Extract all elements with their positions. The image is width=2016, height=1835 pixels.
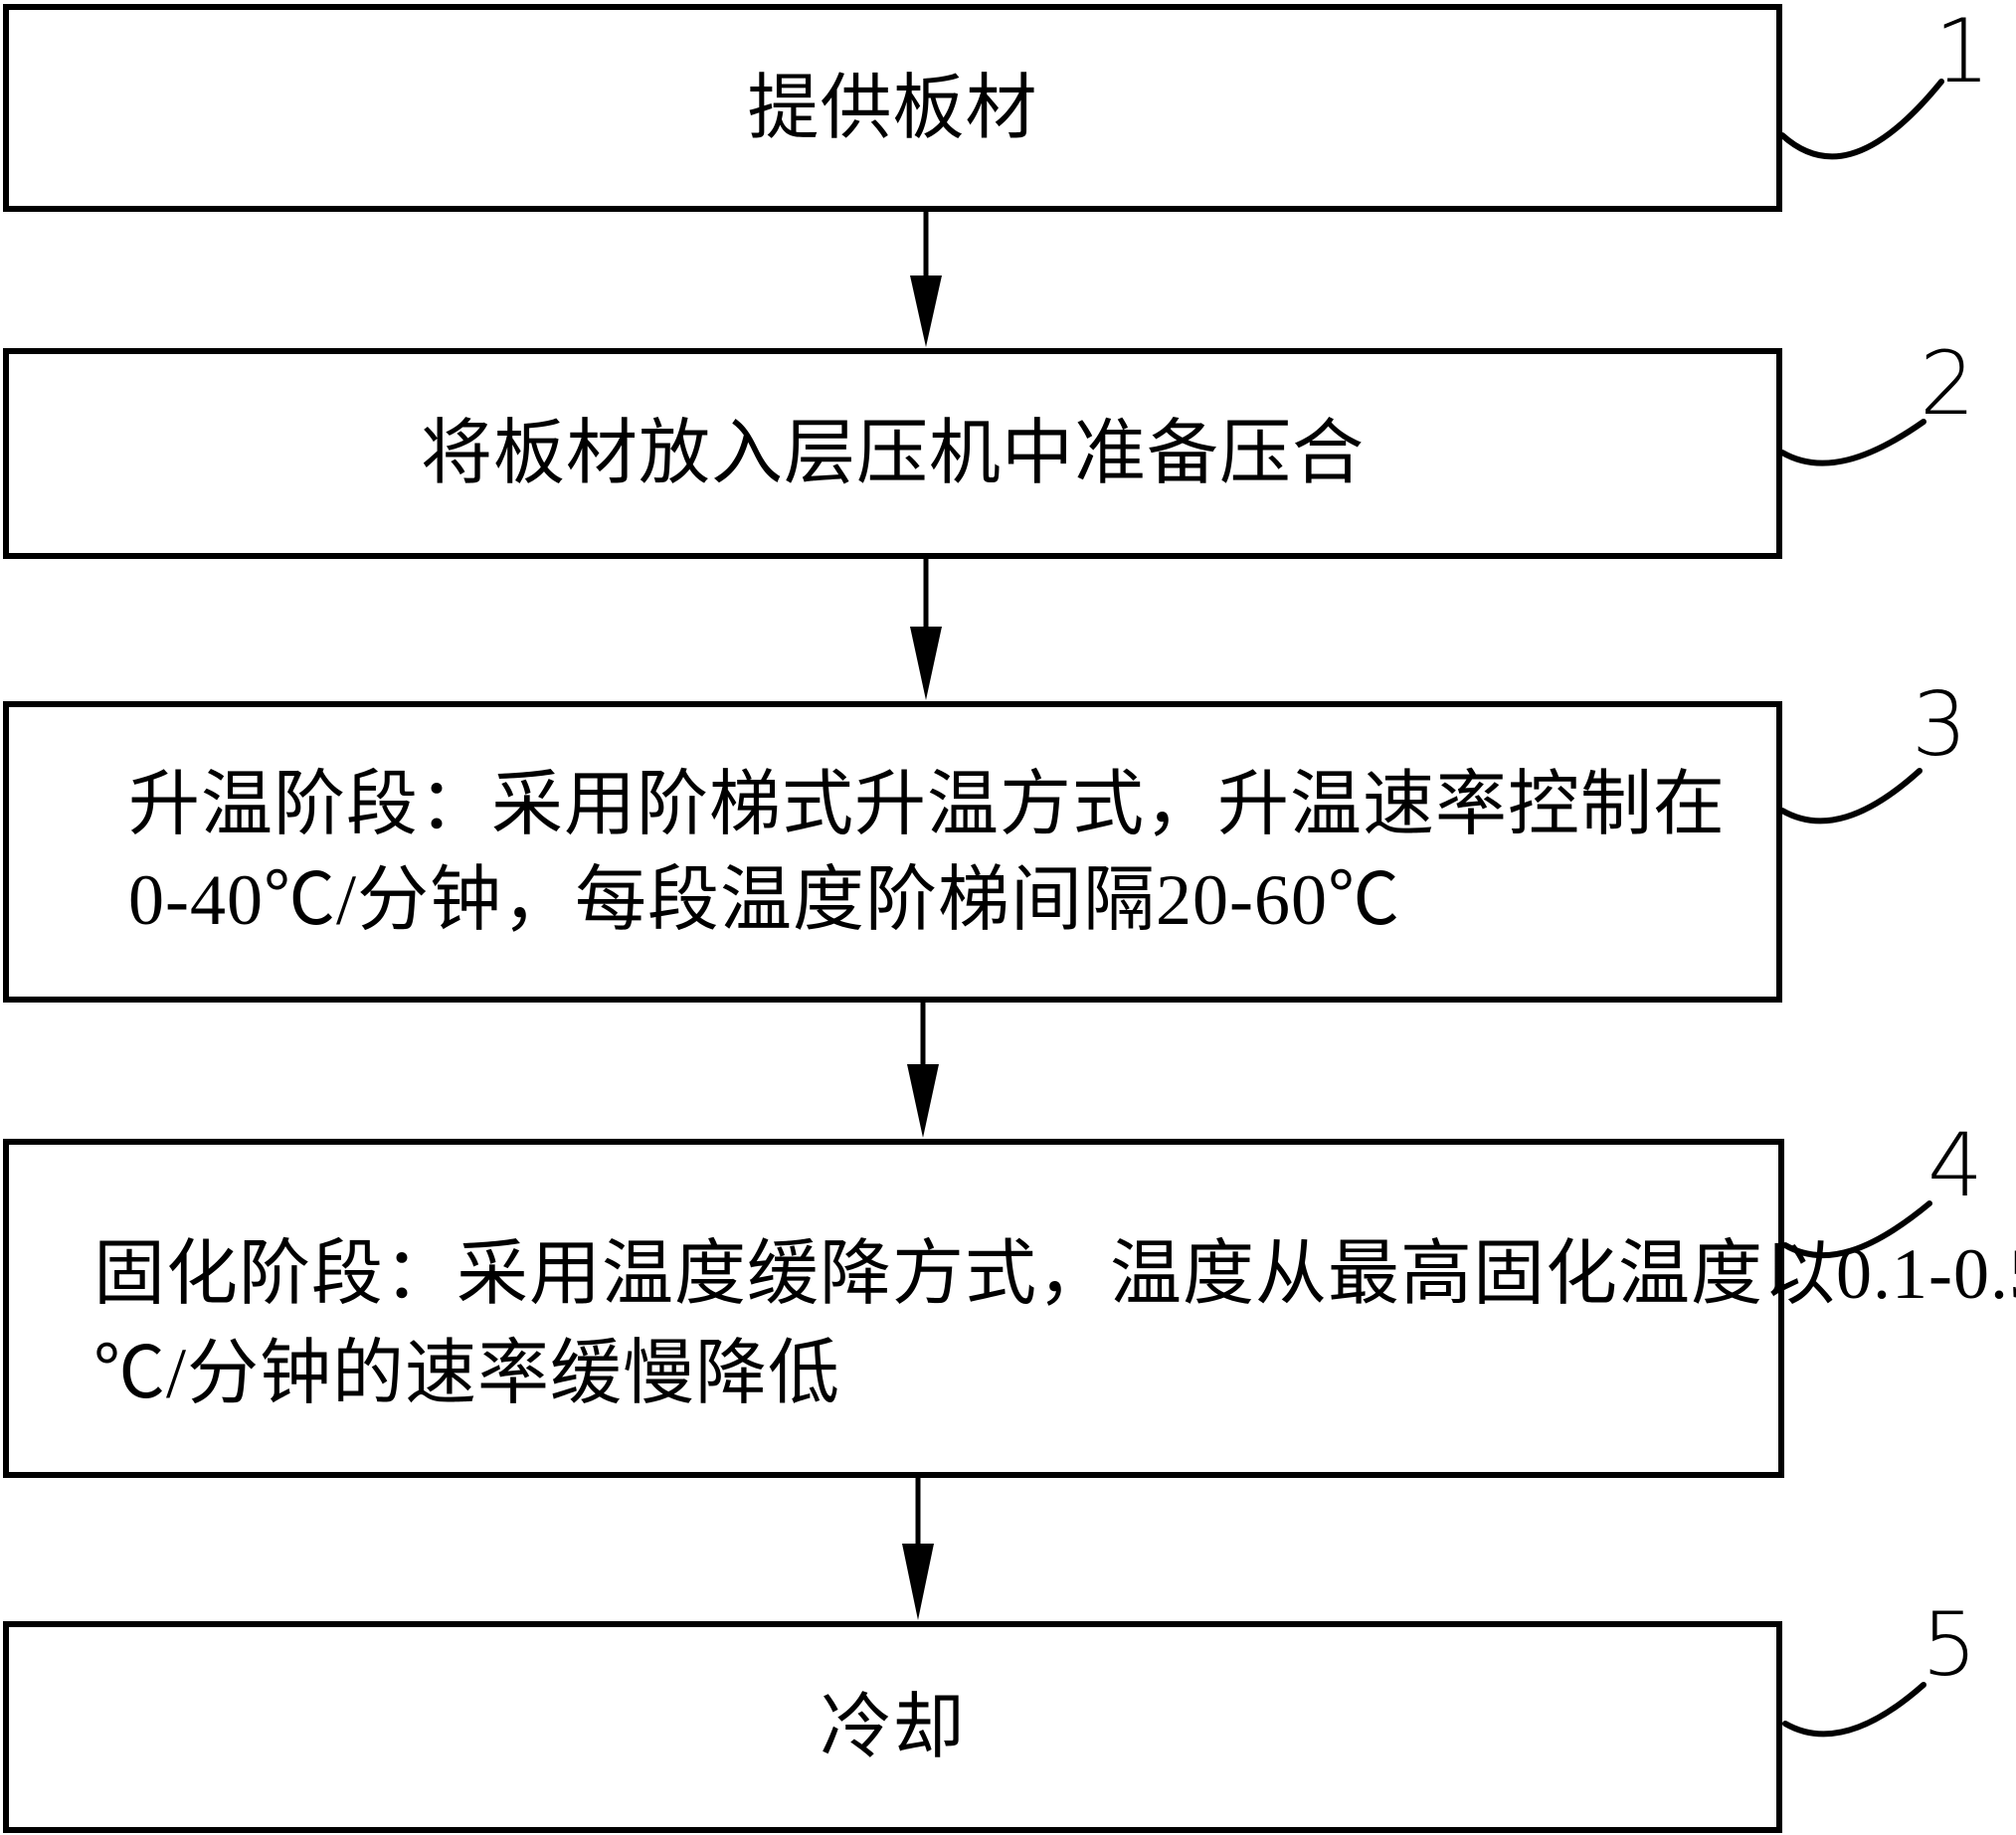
arrow-head-icon — [907, 1064, 939, 1138]
ref-number-1: 1 — [1934, 8, 1990, 95]
flow-arrow-3 — [907, 1003, 939, 1138]
arrow-head-icon — [902, 1544, 934, 1620]
step-2-text: 将板材放入层压机中准备压合 — [421, 406, 1365, 501]
leader-line-1 — [1782, 82, 1941, 156]
step-4-text-line-1: 固化阶段：采用温度缓降方式，温度从最高固化温度以0.1-0.5 — [93, 1224, 1778, 1324]
ref-number-3: 3 — [1912, 681, 1967, 769]
flow-arrow-1 — [910, 212, 942, 347]
flow-arrow-4 — [902, 1478, 934, 1620]
step-5-text: 冷却 — [820, 1680, 965, 1775]
flow-arrow-2 — [910, 559, 942, 700]
leader-line-5 — [1785, 1685, 1924, 1734]
step-box-1: 提供板材 — [3, 4, 1782, 212]
arrow-head-icon — [910, 627, 942, 700]
step-3-text-line-1: 升温阶段：采用阶梯式升温方式，升温速率控制在 — [128, 757, 1776, 852]
leader-line-2 — [1782, 422, 1924, 463]
step-box-5: 冷却 — [3, 1621, 1782, 1833]
step-3-text-line-2: 0-40℃/分钟，每段温度阶梯间隔20-60℃ — [128, 852, 1776, 948]
step-box-3: 升温阶段：采用阶梯式升温方式，升温速率控制在 0-40℃/分钟，每段温度阶梯间隔… — [3, 701, 1782, 1003]
ref-number-2: 2 — [1920, 340, 1975, 428]
ref-number-5: 5 — [1922, 1601, 1977, 1689]
step-box-4: 固化阶段：采用温度缓降方式，温度从最高固化温度以0.1-0.5 ℃/分钟的速率缓… — [3, 1139, 1784, 1478]
leader-line-3 — [1782, 771, 1920, 821]
step-1-text: 提供板材 — [747, 61, 1037, 156]
step-box-2: 将板材放入层压机中准备压合 — [3, 348, 1782, 559]
step-4-text-line-2: ℃/分钟的速率缓慢降低 — [93, 1324, 1778, 1423]
arrow-head-icon — [910, 275, 942, 347]
ref-number-4: 4 — [1927, 1122, 1983, 1209]
